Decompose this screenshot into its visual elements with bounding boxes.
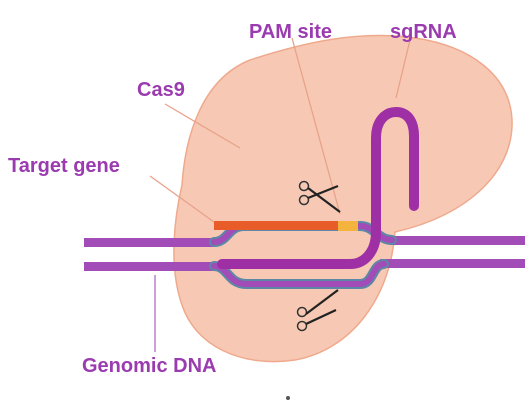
genomic-dna-label: Genomic DNA (82, 356, 216, 376)
pam-site-segment (338, 221, 358, 231)
sgrna-label: sgRNA (390, 22, 457, 42)
cas9-label: Cas9 (137, 80, 185, 100)
genomic-dna-right (380, 236, 525, 268)
cas9-protein-shape (174, 35, 512, 361)
bottom-dot (286, 396, 290, 400)
pam-site-label: PAM site (249, 22, 332, 42)
target-gene-segment (214, 221, 338, 230)
target-gene-label: Target gene (8, 156, 120, 176)
